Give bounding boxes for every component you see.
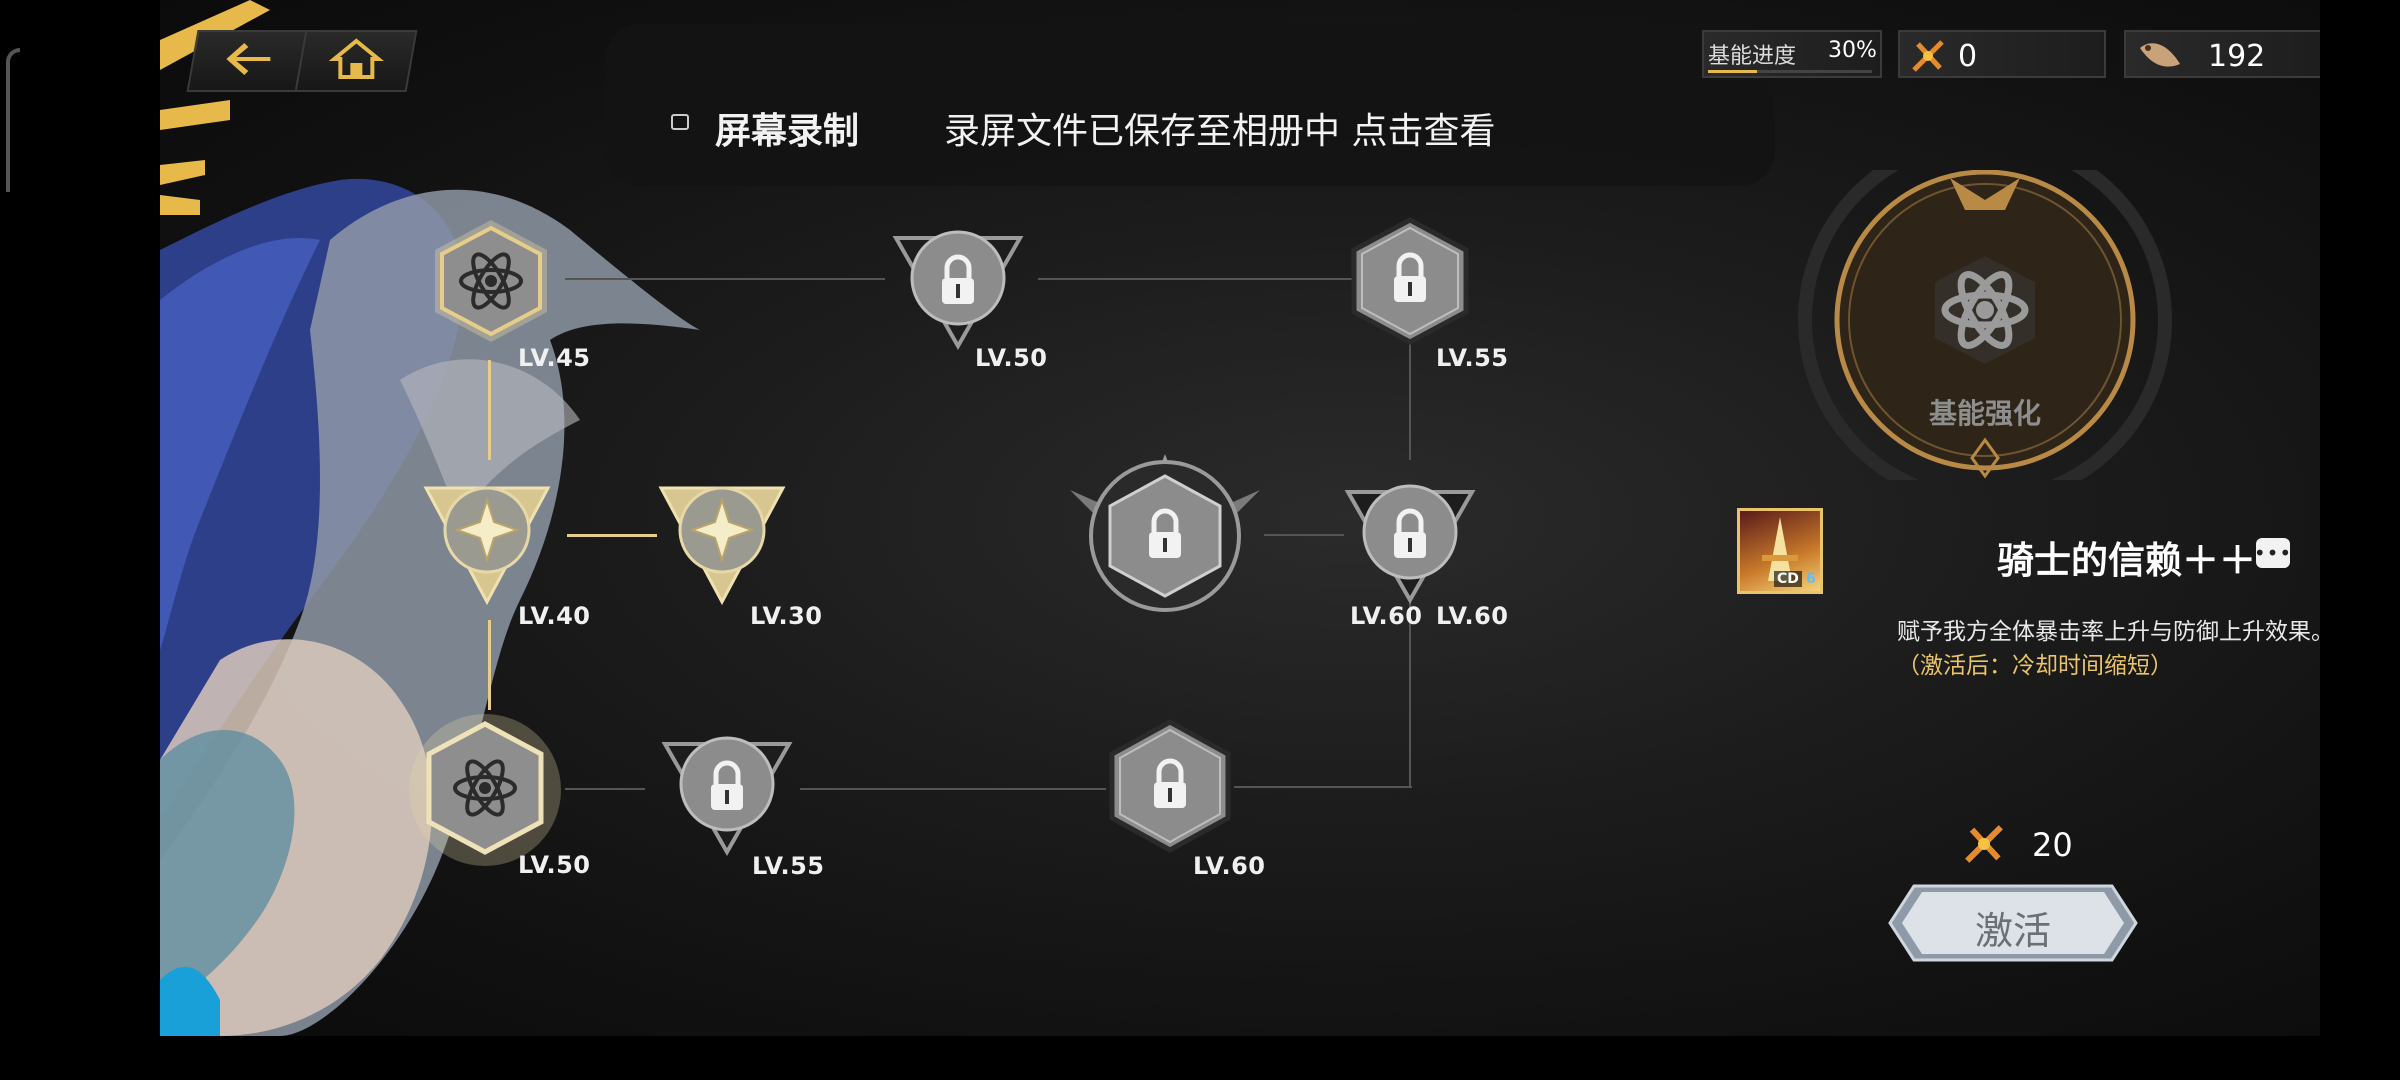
connector-line [1264, 534, 1344, 536]
connector-line [1234, 786, 1412, 788]
back-button[interactable] [186, 30, 310, 92]
currency-fish-value: 192 [2208, 39, 2266, 74]
progress-fill [1708, 70, 1758, 73]
more-button[interactable]: ••• [2253, 538, 2293, 568]
connector-line [1409, 600, 1411, 788]
node-level: LV.55 [1436, 344, 1509, 372]
node-level: LV.45 [518, 344, 591, 372]
cost-value: 20 [2032, 826, 2073, 864]
node-level: LV.30 [750, 602, 823, 630]
screen-record-icon [671, 114, 689, 130]
toast-message[interactable]: 录屏文件已保存至相册中 点击查看 [944, 111, 1496, 152]
skill-description-extra: （激活后：冷却时间缩短） [1897, 653, 2173, 679]
connector-line [800, 788, 1106, 790]
back-arrow-icon [214, 37, 282, 85]
screen-record-toast[interactable]: 屏幕录制 录屏文件已保存至相册中 点击查看 [605, 24, 1775, 186]
node-level: LV.50 [518, 851, 591, 879]
energy-cross-icon [1960, 820, 2008, 872]
bottom-letterbox [0, 1036, 2400, 1080]
talent-node-lv60-bottom[interactable] [1106, 718, 1234, 858]
node-level: LV.60 [1350, 602, 1423, 630]
talent-node-lv60-right[interactable] [1340, 470, 1480, 614]
atom-icon [435, 220, 547, 342]
node-level: LV.50 [975, 344, 1048, 372]
cd-value: 6 [1806, 571, 1816, 587]
lock-icon [1351, 217, 1469, 345]
currency-fish[interactable]: 192 [2124, 30, 2320, 78]
lock-icon [1070, 454, 1260, 612]
connector-line [1409, 340, 1411, 460]
system-edge-handle [6, 48, 20, 192]
talent-node-lv45[interactable] [426, 216, 556, 350]
toast-title: 屏幕录制 [715, 111, 860, 152]
star-burst-icon [423, 486, 551, 606]
lock-icon [661, 736, 793, 857]
fish-token-icon [2136, 36, 2184, 80]
currency-energy[interactable]: 0 [1898, 30, 2106, 78]
activate-label: 激活 [1974, 909, 2051, 953]
talent-node-lv50-top[interactable] [888, 216, 1028, 360]
currency-energy-value: 0 [1958, 39, 1978, 74]
cd-label: CD [1774, 571, 1802, 587]
emblem-panel: 基能强化 [1780, 133, 2190, 507]
connector-line-active [488, 620, 491, 710]
progress-track [1708, 70, 1872, 73]
game-screen: 屏幕录制 录屏文件已保存至相册中 点击查看 基能进度 30% 0 192 [160, 0, 2320, 1036]
activate-button[interactable]: 激活 [1888, 884, 2138, 962]
atom-icon [409, 714, 561, 866]
connector-line-active [488, 360, 491, 460]
atom-icon [1925, 250, 2045, 374]
talent-node-lv40[interactable] [422, 470, 552, 614]
connector-line [565, 278, 885, 280]
connector-line [1038, 278, 1358, 280]
progress-value: 30% [1828, 38, 1877, 63]
skill-description: 赋予我方全体暴击率上升与防御上升效果。 [1897, 619, 2320, 645]
home-icon [322, 37, 390, 85]
talent-node-lv30[interactable] [657, 470, 787, 614]
lock-icon [1344, 484, 1476, 605]
progress-panel: 基能进度 30% [1702, 30, 1882, 78]
home-button[interactable] [294, 30, 418, 92]
talent-node-lv50-selected[interactable] [400, 710, 570, 874]
lock-icon [892, 230, 1024, 351]
skill-name: 骑士的信赖＋＋ [1997, 539, 2256, 582]
node-level: LV.40 [518, 602, 591, 630]
node-level: LV.60 [1436, 602, 1509, 630]
node-level: LV.55 [752, 852, 825, 880]
skill-icon: CD 6 [1737, 508, 1823, 594]
more-dots-icon: ••• [2253, 541, 2293, 565]
emblem-label: 基能强化 [1928, 397, 2041, 430]
energy-cross-icon [1908, 36, 1948, 80]
progress-label: 基能进度 [1708, 44, 1797, 69]
activate-button-shape [1888, 884, 2138, 962]
node-level: LV.60 [1193, 852, 1266, 880]
connector-line [565, 788, 645, 790]
talent-node-lv55-top[interactable] [1350, 216, 1470, 350]
talent-node-lv55-bottom[interactable] [657, 722, 797, 866]
connector-line-active [567, 534, 657, 537]
talent-node-lv60-mid[interactable] [1060, 450, 1270, 624]
lock-icon [1109, 719, 1231, 853]
star-burst-icon [658, 486, 786, 606]
